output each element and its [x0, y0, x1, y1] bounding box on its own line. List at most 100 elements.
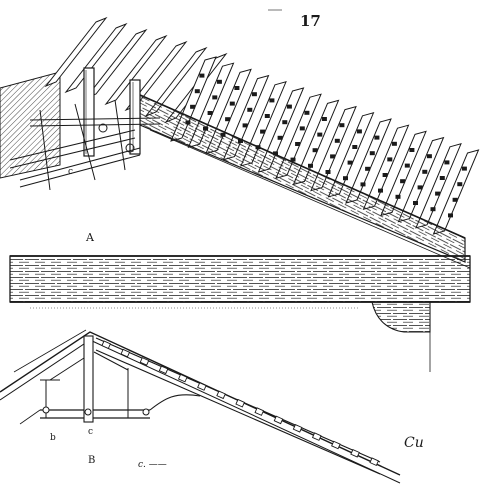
ladder-rung: [435, 191, 441, 196]
rafter-stub: [64, 22, 128, 94]
ladder-rung: [295, 142, 301, 146]
ladder-rung: [286, 104, 292, 109]
page-number: 17: [300, 12, 321, 30]
vertical-post-right: [129, 79, 141, 155]
scale-note: c. ——: [138, 460, 167, 470]
ladder-rung: [378, 188, 383, 193]
figure-b: [0, 329, 401, 484]
ladder-rung: [369, 151, 375, 156]
ladder-rung: [247, 107, 253, 112]
ladder-rung: [120, 348, 131, 358]
ladder-rafter-rungs: [101, 340, 379, 467]
ladder-rung: [430, 207, 436, 212]
ladder-rung: [461, 166, 467, 171]
ladder-rung: [194, 89, 200, 94]
ladder-rung: [374, 135, 380, 140]
ladder-rung: [321, 117, 327, 121]
ladder-rung: [369, 457, 379, 467]
ladder-rung: [439, 176, 445, 180]
ladder-rung: [260, 129, 266, 134]
ladder-rung: [448, 213, 453, 218]
figure-label-a: A: [86, 231, 94, 244]
upper-rafter-row: [44, 16, 228, 124]
king-post: [83, 335, 94, 423]
roof-pitch-outline: [0, 331, 401, 476]
corner-mark: Cu: [404, 435, 424, 451]
ladder-rung: [229, 101, 235, 106]
ladder-rung: [292, 424, 303, 433]
ladder-rung: [197, 382, 207, 391]
ladder-rung: [199, 73, 205, 78]
ladder-rung: [311, 432, 322, 441]
ladder-rung: [325, 170, 331, 174]
ladder-rung: [347, 160, 353, 165]
ladder-rung: [352, 145, 358, 149]
main-beam: [9, 255, 471, 372]
ladder-rung: [304, 110, 310, 115]
ladder-rung: [216, 79, 222, 84]
bolt-head: [98, 123, 108, 133]
part-label-c-upper: c: [68, 167, 74, 177]
ladder-rung: [101, 340, 111, 350]
ladder-rung: [264, 114, 270, 118]
ladder-rung: [413, 201, 418, 205]
rafter-stub: [104, 34, 168, 106]
figure-label-b: B: [88, 455, 96, 466]
corbel-bracket: [371, 301, 431, 333]
ladder-rung: [235, 398, 245, 408]
ladder-rung: [391, 141, 397, 146]
ladder-rung: [343, 176, 348, 181]
ceiling-joists: [9, 99, 161, 191]
ladder-rung: [417, 185, 423, 190]
ladder-rung: [444, 160, 450, 165]
ladder-rung: [242, 123, 248, 128]
ladder-rung: [395, 194, 401, 199]
ladder-rung: [158, 365, 169, 375]
ladder-rung: [404, 163, 410, 168]
rafter-stub: [44, 16, 108, 88]
ladder-rung: [269, 98, 275, 103]
ladder-rung: [409, 148, 415, 152]
part-label-c-lower: c: [88, 427, 94, 437]
ladder-rung: [457, 182, 463, 187]
ladder-rung: [234, 86, 240, 90]
ladder-rung: [452, 197, 458, 202]
ladder-rung: [331, 440, 341, 450]
ladder-rung: [330, 154, 336, 159]
ladder-rung: [317, 132, 323, 137]
ladder-rung: [216, 390, 226, 400]
ladder-rung: [273, 151, 278, 156]
ladder-rung: [365, 166, 371, 171]
ladder-rung: [212, 95, 218, 100]
bolt-head: [125, 143, 135, 153]
ladder-rung: [177, 373, 188, 383]
figure-a: [0, 16, 480, 269]
ladder-rung: [254, 407, 265, 416]
ladder-rung: [356, 129, 362, 134]
ladder-rung: [382, 173, 388, 177]
ladder-rung: [225, 117, 231, 122]
ladder-rung: [290, 157, 296, 162]
part-label-b: b: [50, 433, 56, 443]
ladder-rung: [251, 92, 257, 97]
ladder-rung: [190, 104, 196, 109]
ladder-rung: [282, 120, 288, 125]
ladder-rung: [273, 415, 284, 425]
ladder-rung: [422, 169, 428, 174]
ladder-rung: [139, 357, 150, 366]
ladder-rung: [350, 449, 360, 458]
ladder-rung: [339, 123, 345, 128]
ladder-rung: [207, 111, 213, 115]
ladder-rung: [312, 148, 318, 153]
ladder-rung: [426, 154, 432, 159]
rafter-stub: [84, 28, 148, 100]
ladder-rung: [299, 126, 305, 131]
ladder-rung: [277, 135, 283, 140]
ladder-rung: [334, 138, 340, 143]
ladder-rung: [387, 157, 393, 162]
end-wall-hatched: [0, 71, 61, 179]
ladder-rung: [400, 179, 406, 184]
ladder-rung: [360, 182, 366, 187]
ladder-rung: [308, 163, 313, 168]
